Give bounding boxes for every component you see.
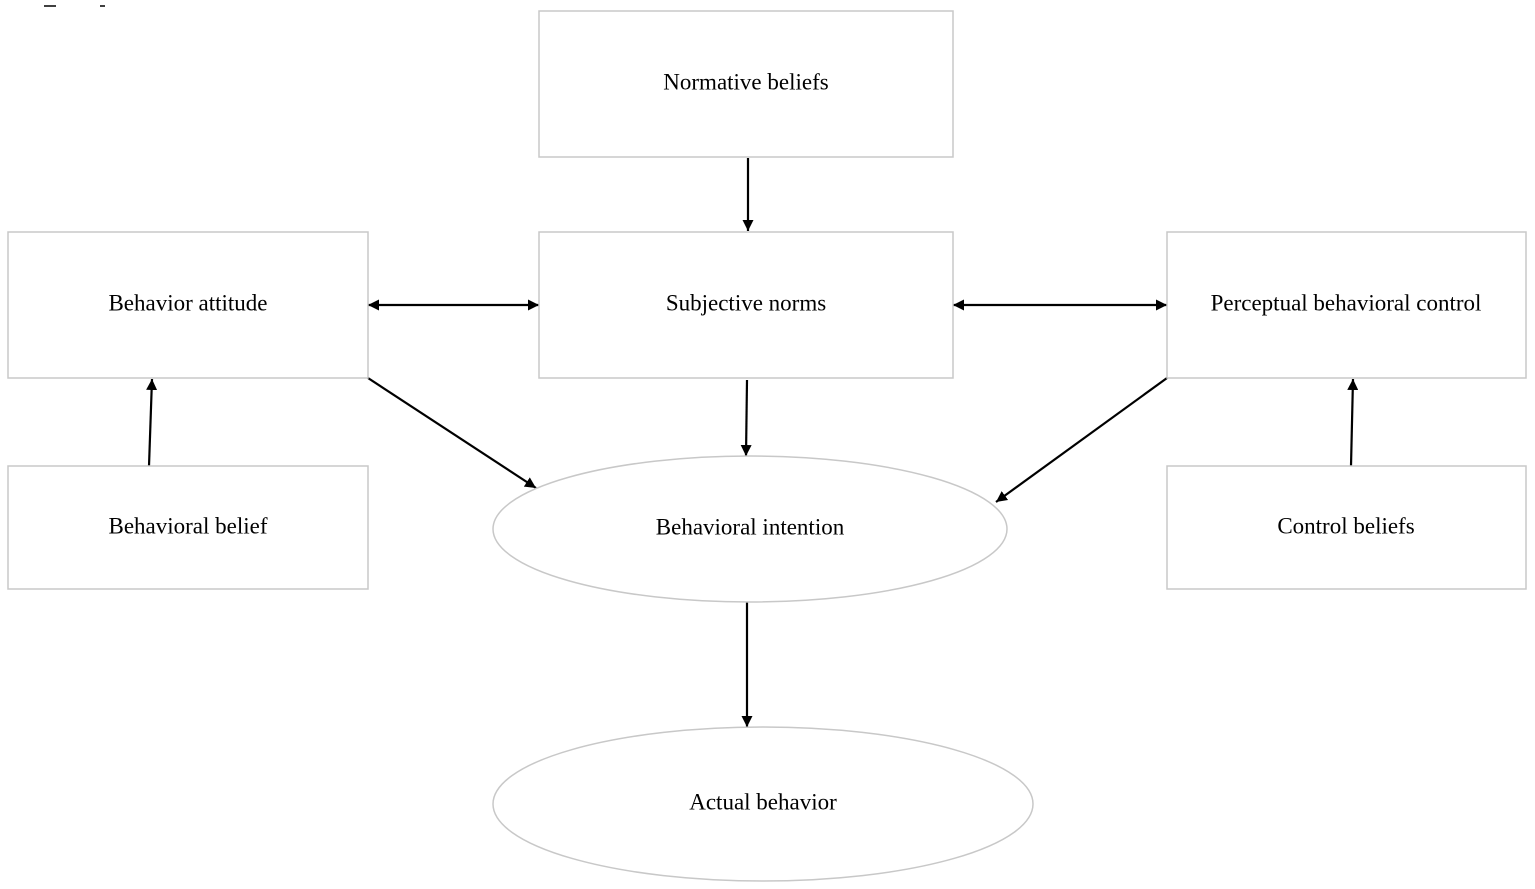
node-control-beliefs: Control beliefs	[1166, 465, 1527, 590]
edge-subjective-norms-to-behavioral-intention	[740, 379, 752, 457]
edges	[146, 158, 1359, 727]
node-actual-behavior: Actual behavior	[492, 726, 1034, 882]
node-perceptual-behavioral-control-label: Perceptual behavioral control	[1211, 290, 1482, 315]
node-behavior-attitude-label: Behavior attitude	[108, 290, 267, 315]
node-perceptual-behavioral-control: Perceptual behavioral control	[1166, 231, 1527, 379]
node-subjective-norms-label: Subjective norms	[666, 290, 826, 315]
node-actual-behavior-label: Actual behavior	[689, 789, 837, 814]
node-control-beliefs-label: Control beliefs	[1277, 513, 1414, 538]
edge-perceptual-behavioral-control-to-behavioral-intention	[995, 377, 1168, 503]
edge-behavior-attitude-to-behavioral-intention	[367, 377, 537, 489]
edge-control-beliefs-to-perceptual-behavioral-control	[1347, 378, 1359, 467]
node-behavior-attitude: Behavior attitude	[7, 231, 369, 379]
edge-behavioral-belief-to-behavior-attitude	[146, 378, 158, 467]
node-behavioral-belief-label: Behavioral belief	[108, 513, 267, 538]
node-normative-beliefs-label: Normative beliefs	[663, 69, 828, 94]
node-behavioral-belief: Behavioral belief	[7, 465, 369, 590]
node-behavioral-intention: Behavioral intention	[492, 455, 1008, 603]
node-subjective-norms: Subjective norms	[538, 231, 954, 379]
node-behavioral-intention-label: Behavioral intention	[656, 514, 845, 539]
node-normative-beliefs: Normative beliefs	[538, 10, 954, 158]
